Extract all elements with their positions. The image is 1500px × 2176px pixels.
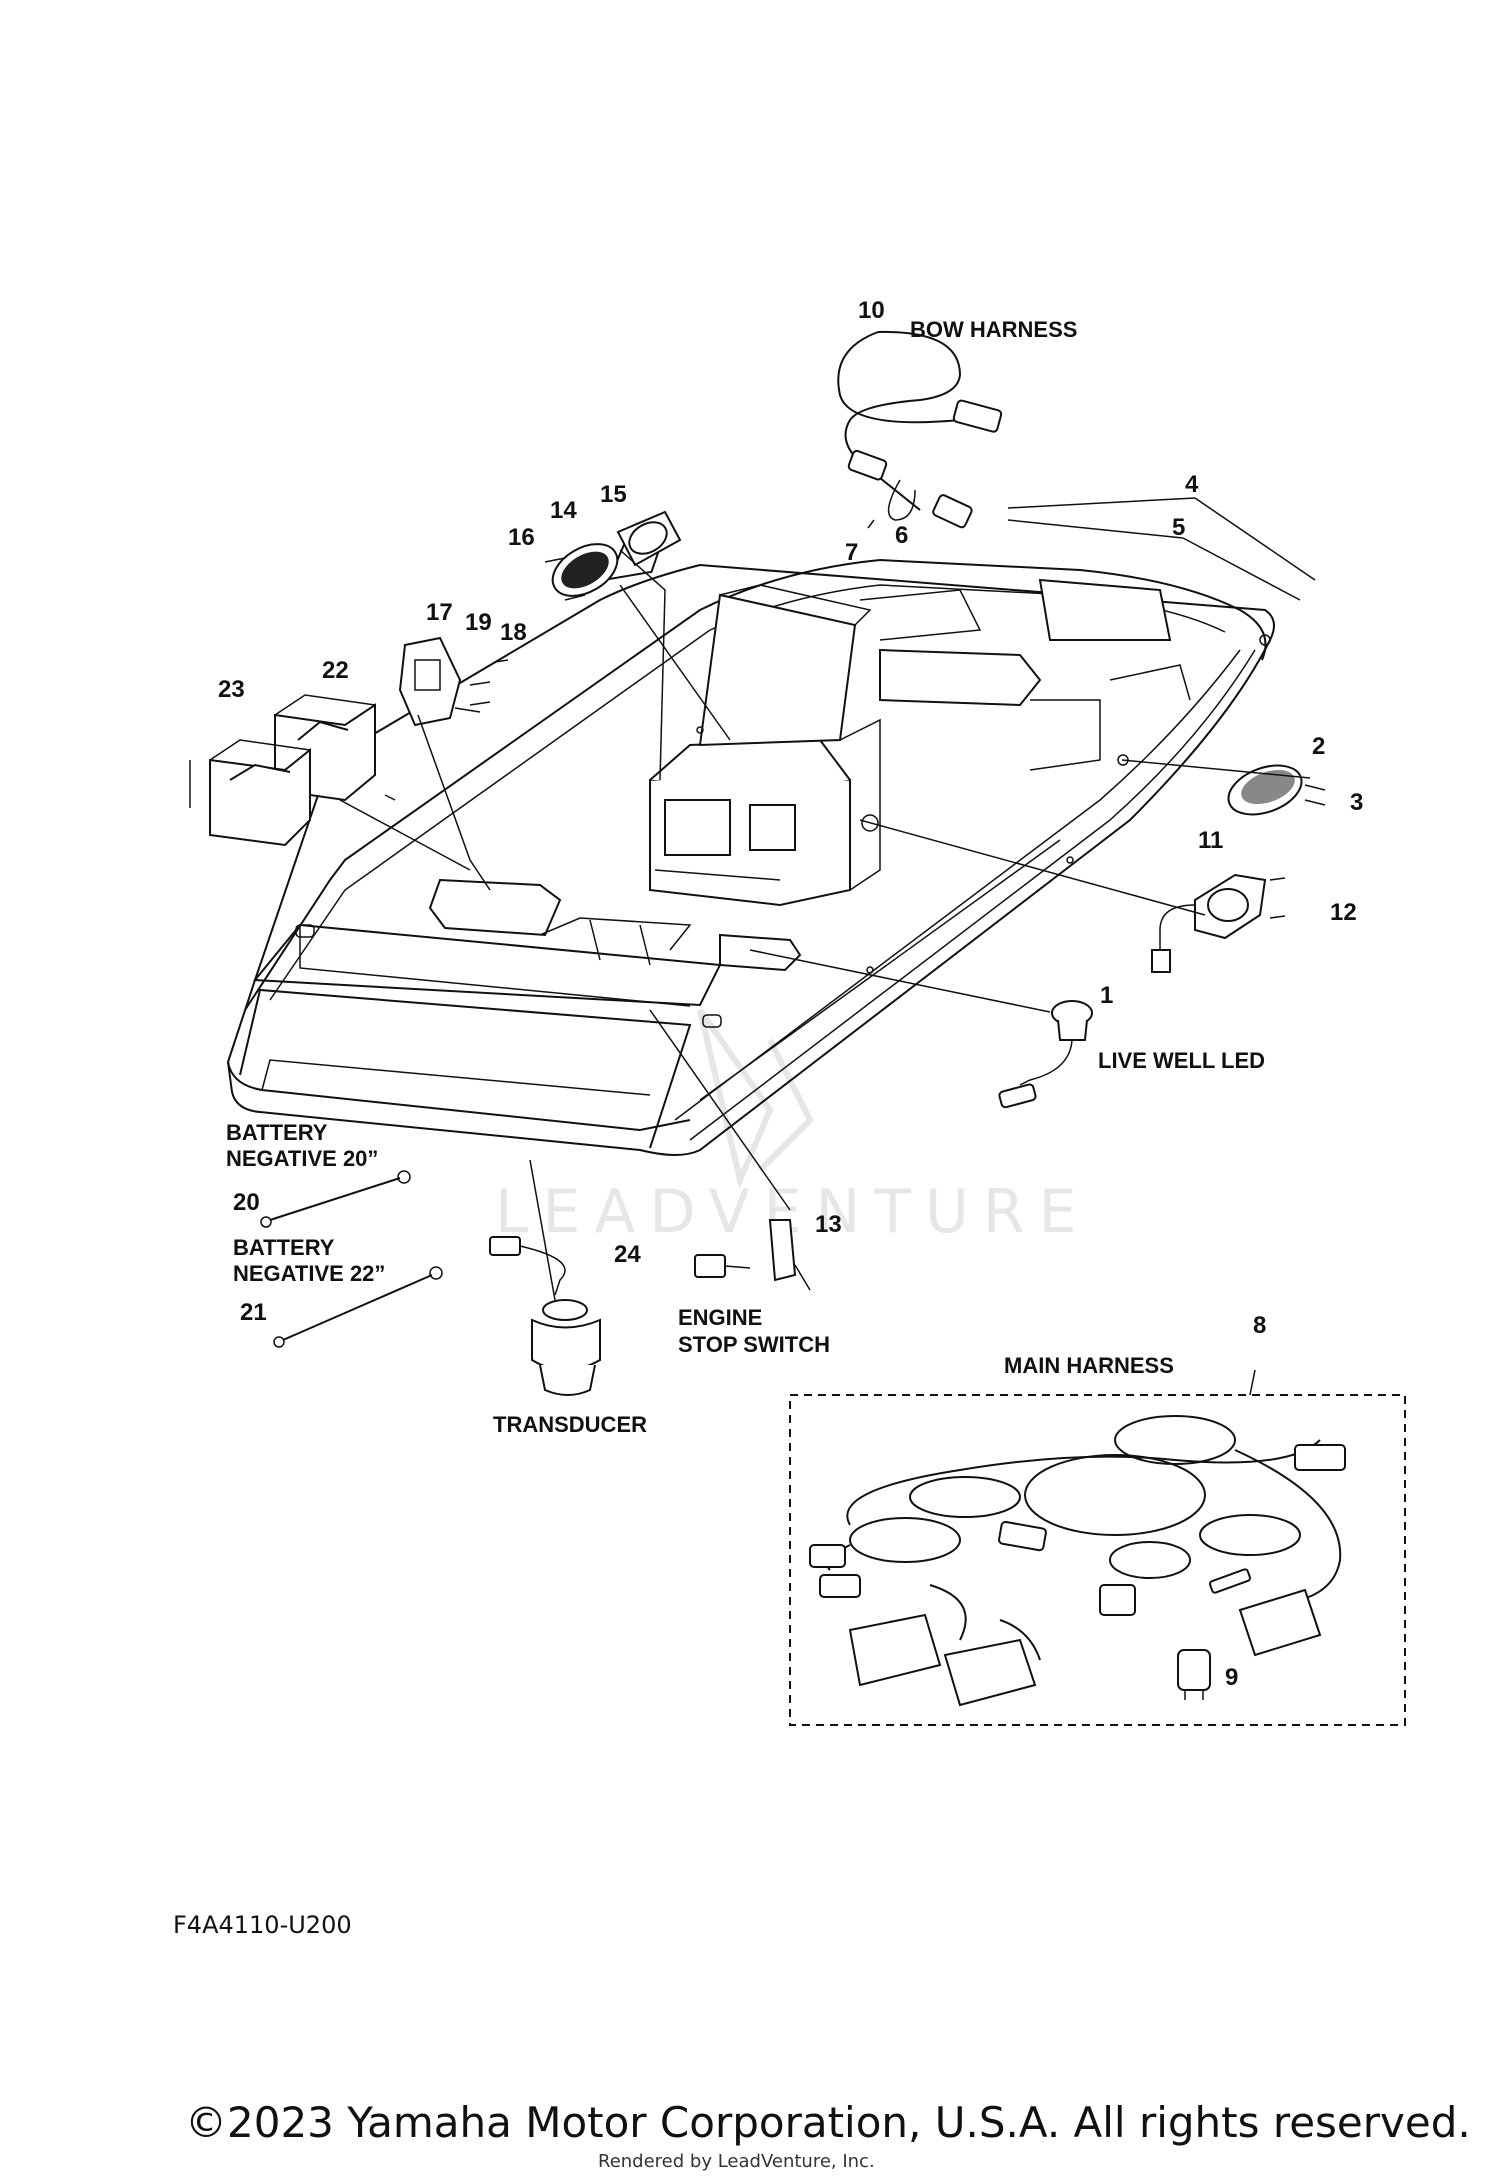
callout-14: 14 (550, 497, 577, 524)
callout-8: 8 (1253, 1312, 1266, 1339)
battery-negative-20-label-line1: BATTERY (226, 1120, 328, 1145)
battery-negative-20-label-line2: NEGATIVE 20” (226, 1146, 378, 1171)
speaker-assembly (544, 510, 682, 601)
gauge-part (1151, 873, 1286, 973)
callout-5: 5 (1172, 514, 1185, 541)
battery-boxes (189, 694, 396, 847)
battery-negative-22-label-line2: NEGATIVE 22” (233, 1261, 385, 1286)
bow-harness (837, 330, 1003, 529)
callout-17: 17 (426, 599, 453, 626)
callout-15: 15 (600, 481, 627, 508)
callout-7: 7 (845, 539, 858, 566)
callout-19: 19 (465, 609, 492, 636)
engine-stop-switch-part (694, 1219, 811, 1291)
callout-16: 16 (508, 524, 535, 551)
main-harness-box (789, 1369, 1406, 1726)
callout-9: 9 (1225, 1664, 1238, 1691)
diagram-code: F4A4110-U200 (173, 1911, 352, 1939)
callout-24: 24 (614, 1241, 641, 1268)
horn-part (1227, 764, 1326, 816)
callout-12: 12 (1330, 899, 1357, 926)
callout-10: 10 (858, 297, 885, 324)
callout-11: 11 (1198, 827, 1223, 854)
callout-23: 23 (218, 676, 245, 703)
main-harness-label: MAIN HARNESS (1004, 1353, 1174, 1378)
callout-18: 18 (500, 619, 527, 646)
callout-6: 6 (895, 522, 908, 549)
callout-13: 13 (815, 1211, 842, 1238)
live-well-led-part (998, 1000, 1093, 1109)
callout-21: 21 (240, 1299, 267, 1326)
callout-2: 2 (1312, 733, 1325, 760)
transducer-part (489, 1236, 601, 1396)
battery-cables (260, 1170, 443, 1348)
engine-stop-switch-label-line2: STOP SWITCH (678, 1332, 830, 1357)
watermark: LEADVENTURE (495, 1177, 1091, 1247)
callout-1: 1 (1100, 982, 1113, 1009)
battery-switch (398, 636, 509, 727)
copyright-text: ©2023 Yamaha Motor Corporation, U.S.A. A… (185, 2098, 1471, 2147)
live-well-led-label: LIVE WELL LED (1098, 1048, 1265, 1073)
engine-stop-switch-label-line1: ENGINE (678, 1305, 762, 1330)
rendered-by-text: Rendered by LeadVenture, Inc. (598, 2151, 875, 2172)
callout-3: 3 (1350, 789, 1363, 816)
transducer-label: TRANSDUCER (493, 1412, 647, 1437)
callout-4: 4 (1185, 471, 1199, 498)
bow-harness-label: BOW HARNESS (910, 317, 1077, 342)
battery-negative-22-label-line1: BATTERY (233, 1235, 335, 1260)
watermark-logo (697, 1008, 814, 1190)
callout-20: 20 (233, 1189, 260, 1216)
leader-lines (339, 497, 1316, 1301)
callout-22: 22 (322, 657, 349, 684)
